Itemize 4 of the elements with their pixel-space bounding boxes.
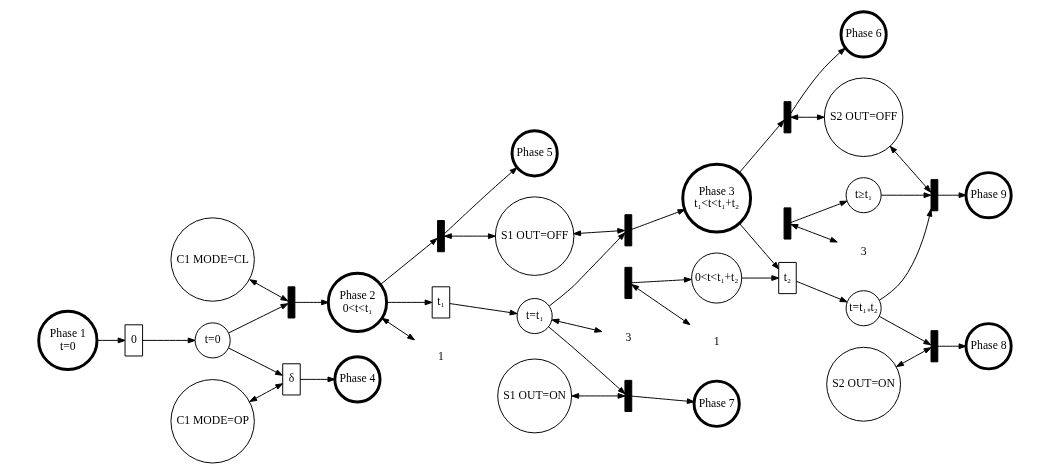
node-text: 1 <box>437 349 444 363</box>
node-text: 3 <box>624 330 631 344</box>
node-text: 3 <box>860 244 867 258</box>
node-text: 1 <box>713 335 720 349</box>
